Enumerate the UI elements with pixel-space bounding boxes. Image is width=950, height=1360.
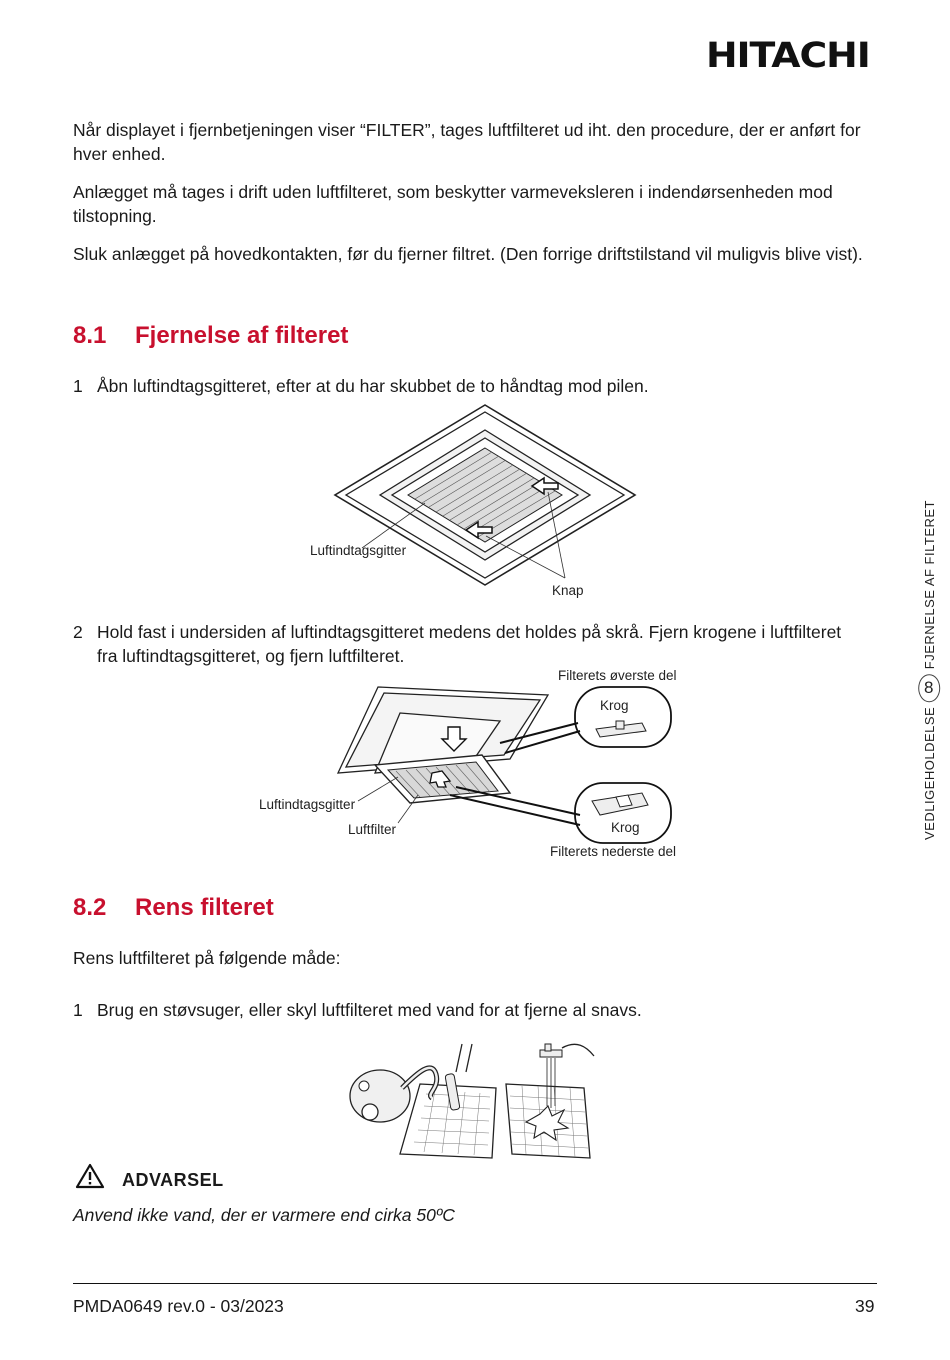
step-text: Brug en støvsuger, eller skyl luftfilter… <box>97 1000 642 1020</box>
warning-triangle-icon <box>75 1163 105 1189</box>
side-chapter-tab: VEDLIGEHOLDELSE 8 FJERNELSE AF FILTERET <box>914 500 944 840</box>
step-number: 1 <box>73 376 83 396</box>
page-number: 39 <box>855 1296 875 1316</box>
label-air-filter: Luftfilter <box>348 822 397 837</box>
document-reference: PMDA0649 rev.0 - 03/2023 <box>73 1296 284 1316</box>
step-number: 1 <box>73 1000 83 1020</box>
section-title: Fjernelse af filteret <box>135 322 349 349</box>
label-button: Knap <box>552 583 584 598</box>
step-number: 2 <box>73 622 83 642</box>
section-heading-8-2: 8.2 Rens filteret <box>73 894 274 922</box>
label-air-intake-grille-2: Luftindtagsgitter <box>259 797 356 812</box>
side-tab-right-text: FJERNELSE AF FILTERET <box>921 500 937 670</box>
warning-text: Anvend ikke vand, der er varmere end cir… <box>73 1205 455 1225</box>
label-filter-bottom-part: Filterets nederste del <box>550 844 677 859</box>
chapter-number-badge: 8 <box>918 673 940 702</box>
step-1-vacuum-or-rinse: 1 Brug en støvsuger, eller skyl luftfilt… <box>73 998 863 1022</box>
label-air-intake-grille: Luftindtagsgitter <box>310 543 407 558</box>
clean-lead: Rens luftfilteret på følgende måde: <box>73 948 341 968</box>
section-number: 8.2 <box>73 894 107 921</box>
step-1-open-grille: 1 Åbn luftindtagsgitteret, efter at du h… <box>73 374 863 398</box>
step-2-remove-filter: 2 Hold fast i undersiden af luftindtagsg… <box>73 620 863 668</box>
section-heading-8-1: 8.1 Fjernelse af filteret <box>73 322 348 350</box>
side-tab-left-text: VEDLIGEHOLDELSE <box>921 706 937 840</box>
warning-title: ADVARSEL <box>122 1170 224 1190</box>
cassette-grille-illustration <box>333 404 637 586</box>
label-hook-bottom: Krog <box>611 820 640 835</box>
filter-cleaning-illustration <box>349 1043 595 1159</box>
section-number: 8.1 <box>73 322 107 349</box>
footer-rule <box>73 1283 877 1284</box>
step-text: Hold fast i undersiden af luftindtagsgit… <box>97 622 842 666</box>
hitachi-logo: HITACHI <box>706 36 871 76</box>
intro-paragraph-3: Sluk anlægget på hovedkontakten, før du … <box>73 244 863 264</box>
intro-paragraph-2: Anlægget må tages i drift uden luftfilte… <box>73 182 833 226</box>
section-title: Rens filteret <box>135 894 274 921</box>
filter-removal-illustration <box>336 686 672 844</box>
step-text: Åbn luftindtagsgitteret, efter at du har… <box>97 376 649 396</box>
intro-paragraph-1: Når displayet i fjernbetjeningen viser “… <box>73 120 861 164</box>
label-hook-top: Krog <box>600 698 629 713</box>
label-filter-top-part: Filterets øverste del <box>558 668 677 683</box>
